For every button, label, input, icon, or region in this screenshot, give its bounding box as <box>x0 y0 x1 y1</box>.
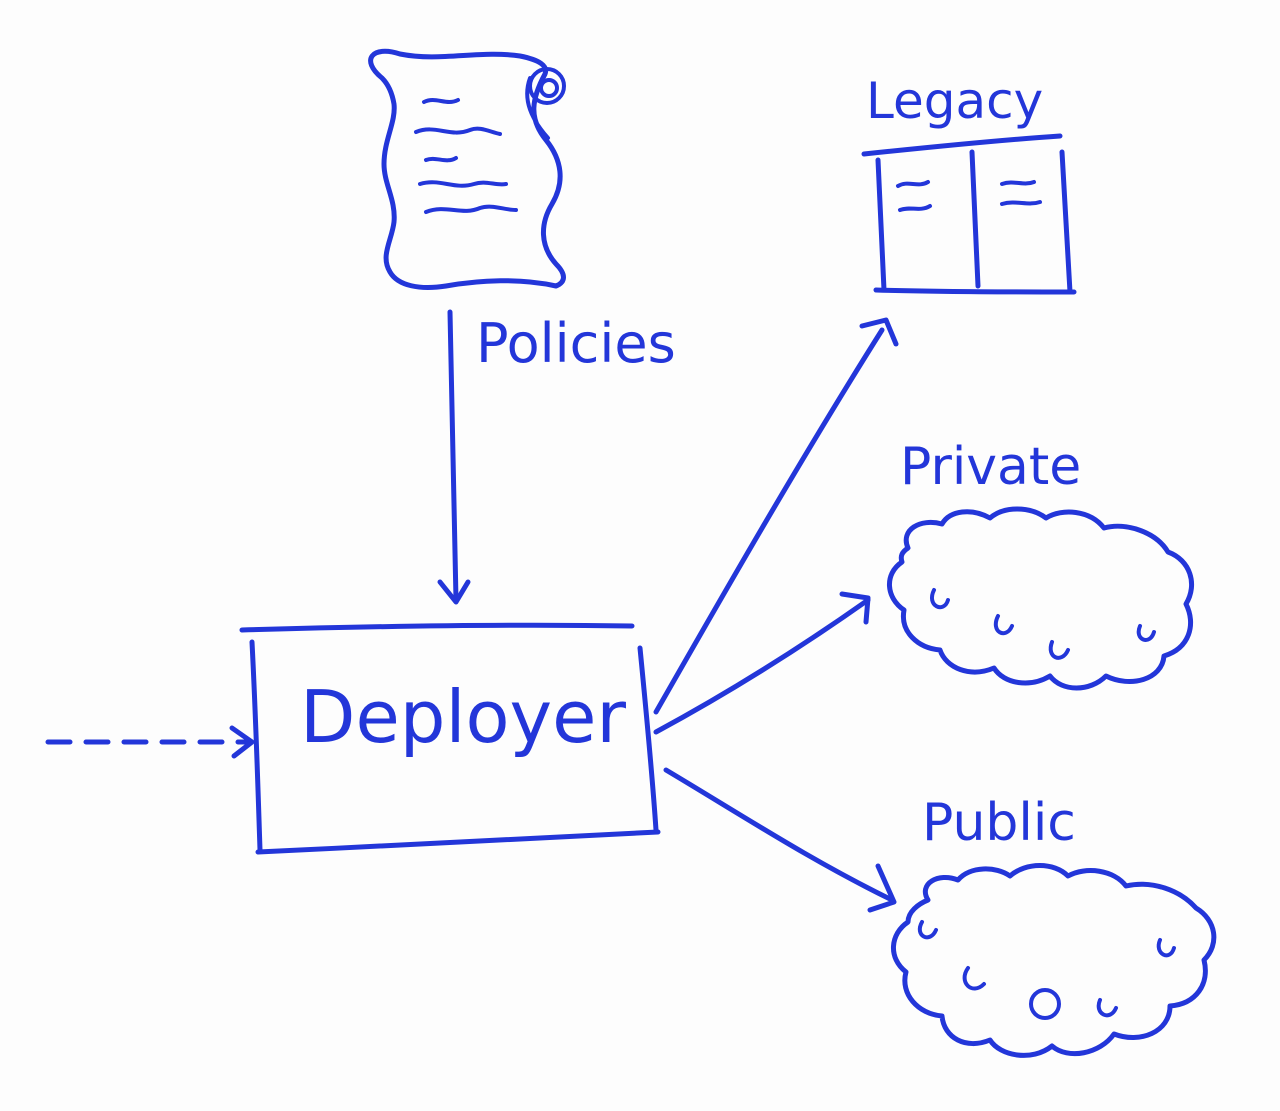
private-label: Private <box>900 437 1081 497</box>
public-cloud-icon <box>891 863 1217 1058</box>
deployer-box <box>239 622 661 855</box>
deployer-label: Deployer <box>300 675 626 759</box>
incoming-dashed-arrow <box>45 725 255 759</box>
legacy-label: Legacy <box>866 72 1043 130</box>
deployer-to-private-arrow <box>653 591 871 735</box>
legacy-table-icon <box>861 133 1077 295</box>
public-label: Public <box>922 793 1076 853</box>
policies-to-deployer-arrow <box>437 309 471 605</box>
policies-label: Policies <box>476 312 676 375</box>
deployer-to-public-arrow <box>663 767 897 913</box>
deployer-to-legacy-arrow <box>653 317 899 715</box>
policies-scroll-icon <box>368 48 566 290</box>
private-cloud-icon <box>887 506 1195 691</box>
